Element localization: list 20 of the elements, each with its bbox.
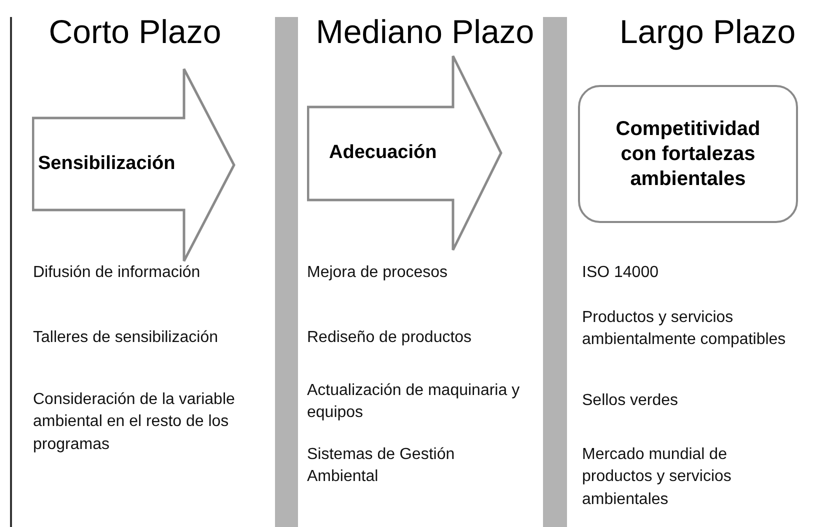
column-separator — [543, 17, 567, 527]
column-separator — [275, 17, 298, 527]
arrow-label: Sensibilización — [38, 152, 176, 176]
list-item: Productos y servicios ambientalmente compatibles — [582, 308, 787, 350]
list-item: Rediseño de productos — [307, 328, 473, 348]
arrow-label: Adecuación — [329, 141, 437, 166]
list-item: Consideración de la variable ambiental en el resto de los programas — [33, 390, 236, 455]
list-item: Sistemas de Gestión Ambiental — [307, 445, 456, 488]
list-item: Actualización de maquinaria y equipos — [307, 381, 521, 424]
column-heading: Mediano Plazo — [314, 14, 536, 50]
list-item: Mejora de procesos — [307, 263, 449, 283]
box-label: Competitividad con fortalezas ambientales — [614, 116, 762, 192]
list-item: Difusión de información — [33, 263, 202, 283]
list-item: ISO 14000 — [582, 263, 660, 283]
column-heading: Corto Plazo — [48, 14, 222, 50]
list-item: Mercado mundial de productos y servicios ambientales — [582, 445, 732, 510]
list-item: Talleres de sensibilización — [33, 328, 219, 348]
rounded-box — [578, 85, 798, 223]
column-heading: Largo Plazo — [618, 14, 797, 50]
list-item: Sellos verdes — [582, 391, 680, 411]
